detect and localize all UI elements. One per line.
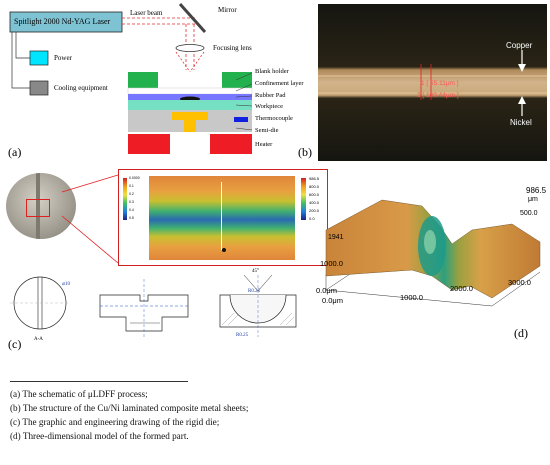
legend-thermocouple: Thermocouple <box>255 115 293 122</box>
thermocouple <box>234 117 248 122</box>
panel-b: Copper Nickel 1 [ 55.11μm ] 2 [ 100.44μm… <box>318 4 547 161</box>
panel-d-label: (d) <box>514 326 528 340</box>
workpiece <box>128 100 252 110</box>
y-0: 0.0μm <box>316 286 337 295</box>
scale-l1: 0.1 <box>129 184 134 188</box>
scale-r4: 200.0 <box>309 208 320 213</box>
legend-blank-holder: Blank holder <box>255 68 289 75</box>
x-3000: 3000.0 <box>508 278 531 287</box>
blank-holder-right <box>222 72 252 88</box>
surface-scan <box>149 176 295 260</box>
legend-rubber: Rubber Pad <box>255 92 286 99</box>
caption-c: (c) The graphic and engineering drawing … <box>10 417 220 427</box>
surface-3d-plot <box>325 199 541 307</box>
panel-c-label: (c) <box>8 337 22 351</box>
legend-confinement: Confinement layer <box>255 80 304 87</box>
zoom-lines <box>61 174 119 264</box>
scale-r5: 0.0 <box>309 216 315 221</box>
dim-diameter: ⌀10 <box>62 282 71 287</box>
section-label: A-A <box>34 337 43 342</box>
scale-l4: 0.4 <box>129 208 134 212</box>
heater-left <box>128 134 170 154</box>
laser-box <box>9 11 123 33</box>
dim-r2: R0.25 <box>236 333 249 338</box>
legend-workpiece: Workpiece <box>255 103 283 110</box>
focusing-lens-label: Focusing lens <box>213 44 252 52</box>
engineering-drawing <box>10 274 297 339</box>
panel-a: Spitlight 2000 Nd-YAG Laser Laser beam M… <box>0 0 304 165</box>
cooling-label: Cooling equipment <box>54 84 108 92</box>
caption-b: (b) The structure of the Cu/Ni laminated… <box>10 403 249 413</box>
scale-r1: 800.0 <box>309 184 320 189</box>
x-0: 0.0μm <box>322 296 343 305</box>
laser-box-label: Spitlight 2000 Nd-YAG Laser <box>14 17 111 26</box>
measure-2: 2 [ 100.44μm ] <box>417 92 459 99</box>
caption-d: (d) Three-dimensional model of the forme… <box>10 431 189 441</box>
laser-beam-label: Laser beam <box>130 9 163 17</box>
mirror <box>178 3 207 33</box>
z-500: 500.0 <box>520 210 538 217</box>
panel-a-label: (a) <box>8 145 22 159</box>
power-label: Power <box>54 54 72 62</box>
panel-d: 986.5 μm 500.0 1941 1000.0 0.0μm 0.0μm 1… <box>312 186 548 356</box>
z-1941: 1941 <box>328 234 344 241</box>
scale-r0: 986.5 <box>309 176 320 181</box>
part-photo <box>6 173 76 239</box>
power-box <box>29 50 49 66</box>
z-max: 986.5 <box>526 186 547 195</box>
scale-l3: 0.3 <box>129 200 134 204</box>
panel-b-label: (b) <box>298 145 312 159</box>
blank-holder-left <box>128 72 158 88</box>
confinement-layer <box>127 87 253 95</box>
dim-r1: R0.25 <box>248 289 261 294</box>
scale-r3: 400.0 <box>309 200 320 205</box>
copper-label: Copper <box>506 41 533 50</box>
measure-1: 1 [ 55.11μm ] <box>421 80 459 87</box>
profile-zoom-box: 986.5 800.0 600.0 400.0 200.0 0.0 0.0000… <box>118 169 328 266</box>
nickel-label: Nickel <box>510 118 532 127</box>
schematic-diagram <box>9 3 253 154</box>
mirror-label: Mirror <box>218 6 237 14</box>
legend-heater: Heater <box>255 141 273 148</box>
scale-l5: 0.5 <box>129 216 134 220</box>
punch <box>172 112 208 132</box>
scale-r2: 600.0 <box>309 192 320 197</box>
x-1000: 1000.0 <box>400 293 423 302</box>
scale-l2: 0.2 <box>129 192 134 196</box>
y-1000: 1000.0 <box>320 259 343 268</box>
z-unit: μm <box>528 196 538 203</box>
cooling-box <box>29 80 49 96</box>
legend-semidie: Semi-die <box>255 127 279 134</box>
caption-rule <box>10 381 188 382</box>
dim-angle: 45° <box>252 269 259 274</box>
caption-a: (a) The schematic of μLDFF process; <box>10 389 148 399</box>
scale-l0: 0.0000 <box>129 176 140 180</box>
micrograph <box>318 4 547 161</box>
panel-c: 986.5 800.0 600.0 400.0 200.0 0.0 0.0000… <box>0 165 330 355</box>
heater-right <box>210 134 252 154</box>
focusing-lens <box>175 44 205 52</box>
x-2000: 2000.0 <box>450 284 473 293</box>
